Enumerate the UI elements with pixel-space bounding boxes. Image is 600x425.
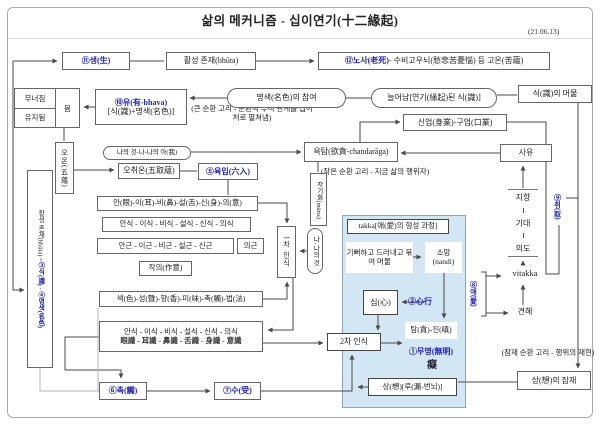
node-six-bases: ⑤육입(六入) bbox=[198, 163, 258, 180]
node-consciousness-growth: 늘어남[연기(緣起)된 식(識)] bbox=[371, 88, 497, 108]
node-body-group: 무너짐 유지됨 몸 bbox=[14, 88, 80, 128]
consciousness-korean: 안식 - 이식 - 비식 - 설식 - 신식 - 의식 bbox=[123, 326, 239, 336]
takka-title: takka[애(愛)의 형성 과정] bbox=[347, 219, 449, 234]
note-small-loop: (작은 순환 고리 - 지금 삶의 행위자) bbox=[320, 167, 430, 176]
label-ignorance: ①무명(無明) bbox=[408, 347, 454, 356]
node-namarupa-participation: 명색(名色)의 참여 bbox=[227, 88, 346, 108]
node-perception-taint: 상(想)[루(漏-번뇌)] bbox=[368, 378, 457, 396]
consciousness-hanja: 眼識 - 耳識 - 鼻識 - 舌識 - 身識 - 意識 bbox=[120, 335, 242, 345]
note-big-loop: (큰 순환 고리 - 순환적 누적 관계를 십이처로 펼쳐냄) bbox=[191, 104, 313, 123]
title-divider bbox=[8, 38, 592, 39]
label-craving: ⑧애(愛) bbox=[466, 274, 481, 314]
nandi-korean: 소망 bbox=[436, 247, 451, 257]
node-becoming-label: ⑩유(有-bhava) bbox=[114, 97, 168, 107]
node-birth: ⑪생(生) bbox=[62, 52, 130, 70]
tick-2 bbox=[522, 233, 524, 239]
label-intention: 의도 bbox=[515, 244, 531, 253]
label-vitakka: vitakka bbox=[512, 268, 538, 278]
date-stamp: (21.06.13) bbox=[528, 27, 560, 36]
node-thought: 사유 bbox=[500, 144, 552, 162]
node-six-organs-hanja: 안(眼)-이(耳)-비(鼻)-설(舌)-신(身)-의(意) bbox=[97, 196, 258, 211]
state-collapse: 무너짐 bbox=[15, 89, 55, 109]
label-clinging: ⑨취(取) bbox=[550, 189, 565, 225]
node-feeling: ⑦수(受) bbox=[214, 382, 261, 400]
node-six-consciousness-2: 안식 - 이식 - 비식 - 설식 - 신식 - 의식 眼識 - 耳識 - 鼻識… bbox=[99, 321, 263, 352]
node-consciousness-abiding: 식(識)의 머묾 bbox=[518, 85, 592, 103]
node-becoming: ⑩유(有-bhava) [식(識)+명색(名色)] bbox=[95, 89, 187, 125]
body-states: 무너짐 유지됨 bbox=[15, 89, 55, 127]
node-mine-me-myself: 나의 것-나-나의 아(我) bbox=[103, 146, 191, 160]
node-self-making: 자기화(māna) bbox=[310, 173, 327, 226]
node-bodily-verbal-karma: 신업(身業)-구업(口業) bbox=[403, 114, 507, 131]
node-aging-death-desc: - 수비고우뇌(愁悲苦憂惱) 등 고온(苦蘊) bbox=[388, 56, 524, 66]
nandi-pali: (nandi) bbox=[432, 256, 455, 266]
label-delusion-glyph: 癡 bbox=[427, 360, 437, 371]
node-five-aggregates: 오온(五蘊) bbox=[55, 142, 74, 194]
equation-links: ③식(識) - ④명색(名色) bbox=[36, 261, 44, 328]
node-body: 몸 bbox=[55, 89, 79, 127]
state-maintained: 유지됨 bbox=[24, 113, 46, 123]
node-active-being-top: 활성 존재(bhūta) bbox=[166, 52, 256, 70]
node-secondary-cognition: 2차 인식 bbox=[327, 333, 381, 351]
node-mind-faculty: 의근 bbox=[237, 238, 264, 254]
tick-1 bbox=[522, 207, 524, 213]
node-five-faculties: 안근 - 이근 - 비근 - 설근 - 신근 bbox=[97, 238, 234, 254]
node-latent-perception: 상(想)의 잠재 bbox=[517, 371, 591, 390]
node-mind: 심(心) bbox=[363, 290, 398, 315]
page-title: 삶의 메커니즘 - 십이연기(十二緣起) bbox=[201, 14, 399, 28]
node-nandi: 소망 (nandi) bbox=[425, 242, 462, 273]
node-active-being-equation: 활성 존재(bhūta) =③식(識) - ④명색(名色) bbox=[27, 170, 53, 368]
node-greed-aversion: 탐(貪)-진(嗔) bbox=[405, 322, 457, 339]
node-attention: 작의(作意) bbox=[139, 261, 192, 276]
intention-column: 지향 기대 의도 bbox=[508, 189, 538, 257]
node-me-and-mine: 나-나의 것 bbox=[307, 228, 323, 274]
label-mental-formations: ②心行 bbox=[408, 297, 432, 306]
node-six-objects: 색(色)-성(聲)-향(香)-미(味)-촉(觸)-법(法) bbox=[99, 291, 263, 307]
node-aging-death-label: ⑫노사(老死) bbox=[344, 56, 389, 66]
label-view: 견해 bbox=[517, 307, 533, 316]
node-aging-death: ⑫노사(老死) - 수비고우뇌(愁悲苦憂惱) 등 고온(苦蘊) bbox=[318, 52, 550, 70]
node-becoming-sub: [식(識)+명색(名色)] bbox=[107, 107, 175, 116]
node-primary-cognition: 1차 인식 bbox=[277, 226, 296, 278]
note-latent-loop: (잠재 순환 고리 - 행위의 재현) bbox=[501, 348, 595, 357]
label-orientation: 지향 bbox=[515, 193, 531, 202]
node-five-clinging-aggregates: 오취온(五取蘊) bbox=[118, 163, 180, 179]
label-expectation: 기대 bbox=[515, 218, 531, 228]
node-delight-bound: 기뻐하고 드러내고 묶여 머묾 bbox=[346, 242, 413, 273]
outer-border bbox=[7, 7, 593, 418]
node-desire-lust: 욕탐(欲貪-chandarāga) bbox=[304, 142, 398, 162]
node-contact: ⑥촉(觸) bbox=[99, 382, 147, 400]
node-six-consciousness-1: 안식 - 이식 - 비식 - 설식 - 신식 - 의식 bbox=[102, 217, 251, 232]
equation-prefix: 활성 존재(bhūta) = bbox=[36, 210, 44, 262]
